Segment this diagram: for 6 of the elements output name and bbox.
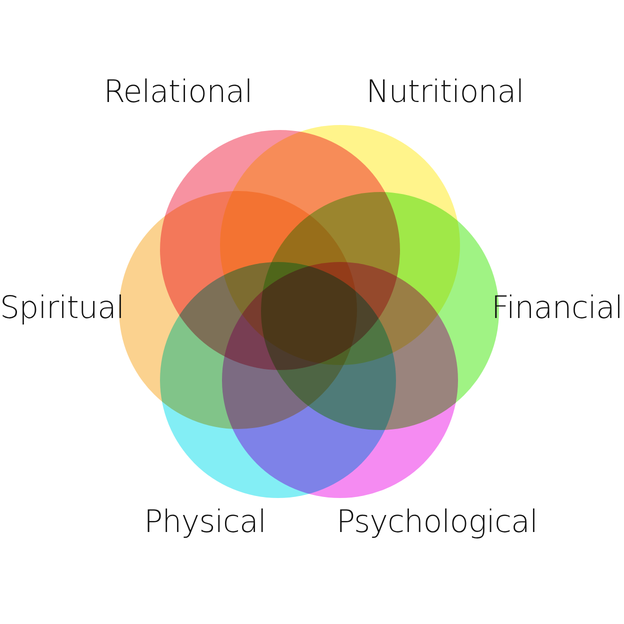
circle-label: Physical	[144, 504, 266, 540]
circle-label: Spiritual	[0, 290, 124, 326]
circle-label: Psychological	[336, 504, 538, 540]
circle-label: Nutritional	[366, 74, 524, 110]
circle-label: Relational	[104, 74, 252, 110]
circle-label: Financial	[491, 290, 623, 326]
